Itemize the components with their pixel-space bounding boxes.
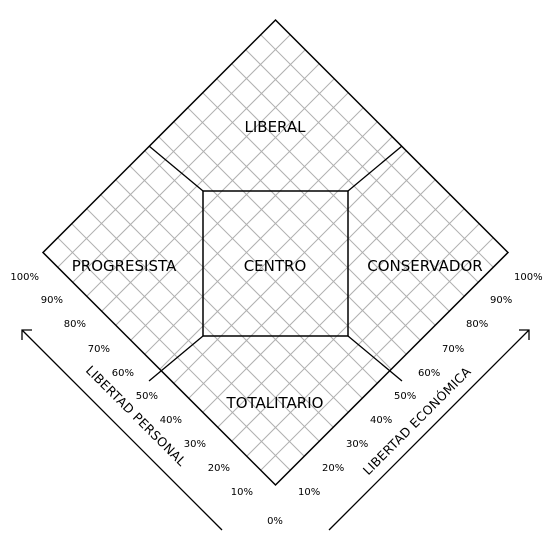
personal-tick: 40% bbox=[160, 415, 182, 426]
personal-scale: 100% 90% 80% 70% 60% 50% 40% 30% 20% 10% bbox=[10, 272, 253, 498]
center-square bbox=[202, 190, 349, 337]
economic-axis-arrow bbox=[328, 329, 530, 531]
personal-tick: 60% bbox=[112, 368, 134, 379]
origin-label: 0% bbox=[267, 516, 283, 527]
region-liberal: LIBERAL bbox=[245, 118, 307, 136]
region-totalitario: TOTALITARIO bbox=[226, 394, 324, 412]
economic-tick: 80% bbox=[466, 319, 488, 330]
personal-tick: 30% bbox=[184, 439, 206, 450]
economic-tick: 90% bbox=[490, 295, 512, 306]
personal-tick: 100% bbox=[10, 272, 39, 283]
economic-tick: 20% bbox=[322, 463, 344, 474]
economic-tick: 70% bbox=[442, 344, 464, 355]
region-conservador: CONSERVADOR bbox=[367, 257, 482, 275]
region-progresista: PROGRESISTA bbox=[72, 257, 177, 275]
economic-tick: 100% bbox=[514, 272, 543, 283]
economic-tick: 60% bbox=[418, 368, 440, 379]
personal-tick: 70% bbox=[88, 344, 110, 355]
economic-scale: 10% 20% 30% 40% 50% 60% 70% 80% 90% 100% bbox=[298, 272, 543, 498]
diamond-outline bbox=[41, 18, 510, 487]
region-dividers bbox=[148, 145, 403, 382]
personal-tick: 10% bbox=[231, 487, 253, 498]
personal-tick: 90% bbox=[41, 295, 63, 306]
economic-tick: 40% bbox=[370, 415, 392, 426]
region-centro: CENTRO bbox=[244, 257, 307, 275]
economic-tick: 50% bbox=[394, 391, 416, 402]
personal-tick: 50% bbox=[136, 391, 158, 402]
economic-tick: 30% bbox=[346, 439, 368, 450]
personal-tick: 80% bbox=[64, 319, 86, 330]
personal-axis-arrow bbox=[21, 329, 223, 531]
personal-tick: 20% bbox=[208, 463, 230, 474]
economic-tick: 10% bbox=[298, 487, 320, 498]
